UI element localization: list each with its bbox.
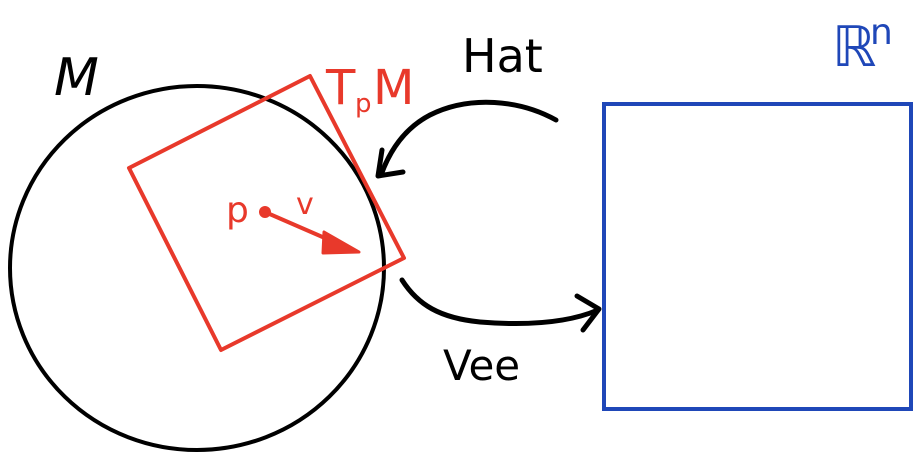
vee-arrowhead	[574, 293, 602, 333]
vee-map-label: Vee	[443, 341, 520, 390]
manifold-label: M	[54, 48, 99, 108]
tangent-space-label: T p M	[325, 60, 414, 119]
tangent-space-square	[127, 74, 406, 352]
hat-arrow-curve	[378, 99, 559, 178]
point-p-label: p	[226, 190, 249, 231]
hat-map-label: Hat	[462, 29, 543, 83]
euclidean-space-label: ℝ n	[832, 12, 893, 80]
svg-text:M: M	[373, 60, 414, 116]
hat-arrowhead	[375, 147, 406, 179]
svg-text:T: T	[325, 60, 356, 116]
euclidean-space-square	[602, 102, 913, 411]
svg-text:p: p	[355, 89, 372, 119]
svg-text:ℝ: ℝ	[832, 15, 876, 80]
manifold-circle	[8, 84, 386, 452]
vee-arrow-curve	[399, 277, 601, 326]
vector-v-arrowhead	[321, 230, 361, 255]
svg-text:n: n	[870, 12, 893, 53]
vector-v-label: v	[296, 187, 314, 222]
